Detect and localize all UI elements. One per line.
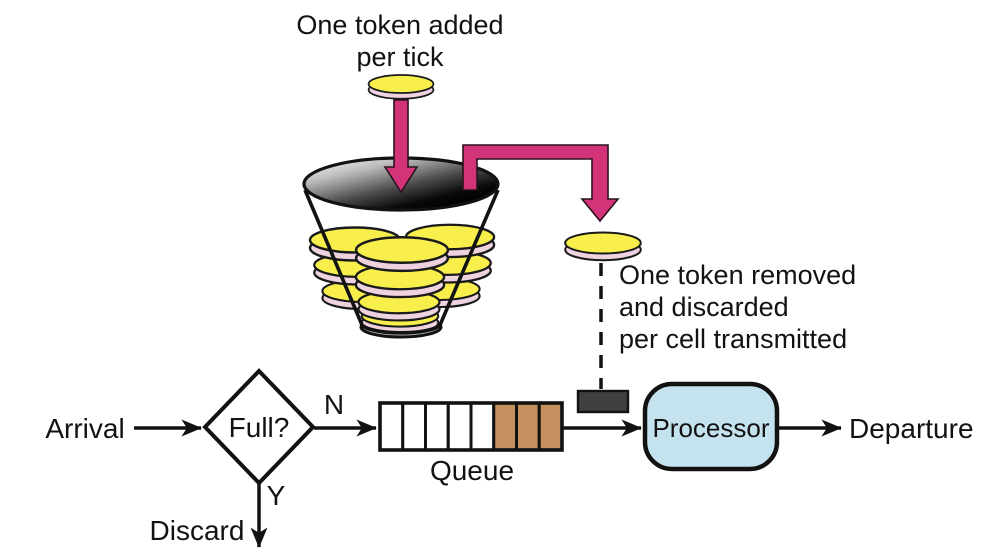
queue-cell	[424, 401, 450, 452]
departure-label: Departure	[849, 413, 974, 444]
funnel-walls	[303, 189, 500, 335]
queue-label: Queue	[430, 455, 514, 486]
queue-cell-filled	[537, 401, 564, 452]
queue-cell	[401, 401, 427, 452]
bucket-token-coins	[308, 223, 496, 335]
queue-cell	[378, 401, 405, 452]
added-token-coin-icon	[367, 74, 435, 100]
token-added-caption-line1: One token added	[296, 10, 503, 40]
queue-cell-filled	[492, 401, 518, 452]
decision-diamond	[202, 368, 316, 486]
decision-label: Full?	[229, 412, 290, 443]
token-removed-caption-line2: and discarded	[619, 292, 789, 322]
branch-n-label: N	[324, 389, 344, 420]
queue-box	[378, 401, 564, 452]
token-add-arrow-icon	[383, 99, 419, 194]
processor-label: Processor	[652, 413, 769, 443]
queue-cell	[446, 401, 473, 452]
processor-box	[642, 381, 780, 472]
token-remove-pipe-arrow-icon	[462, 144, 620, 223]
branch-y-label: Y	[267, 480, 286, 511]
removed-token-coin-icon	[564, 231, 642, 262]
discard-label: Discard	[150, 515, 245, 546]
token-removed-caption-line1: One token removed	[619, 260, 856, 290]
token-added-caption-line2: per tick	[356, 42, 444, 72]
queue-cell-filled	[515, 401, 541, 452]
queue-cell	[469, 401, 496, 452]
transmitted-cell-box	[576, 389, 630, 414]
arrival-label: Arrival	[45, 413, 124, 444]
token-removed-caption-line3: per cell transmitted	[619, 324, 847, 354]
